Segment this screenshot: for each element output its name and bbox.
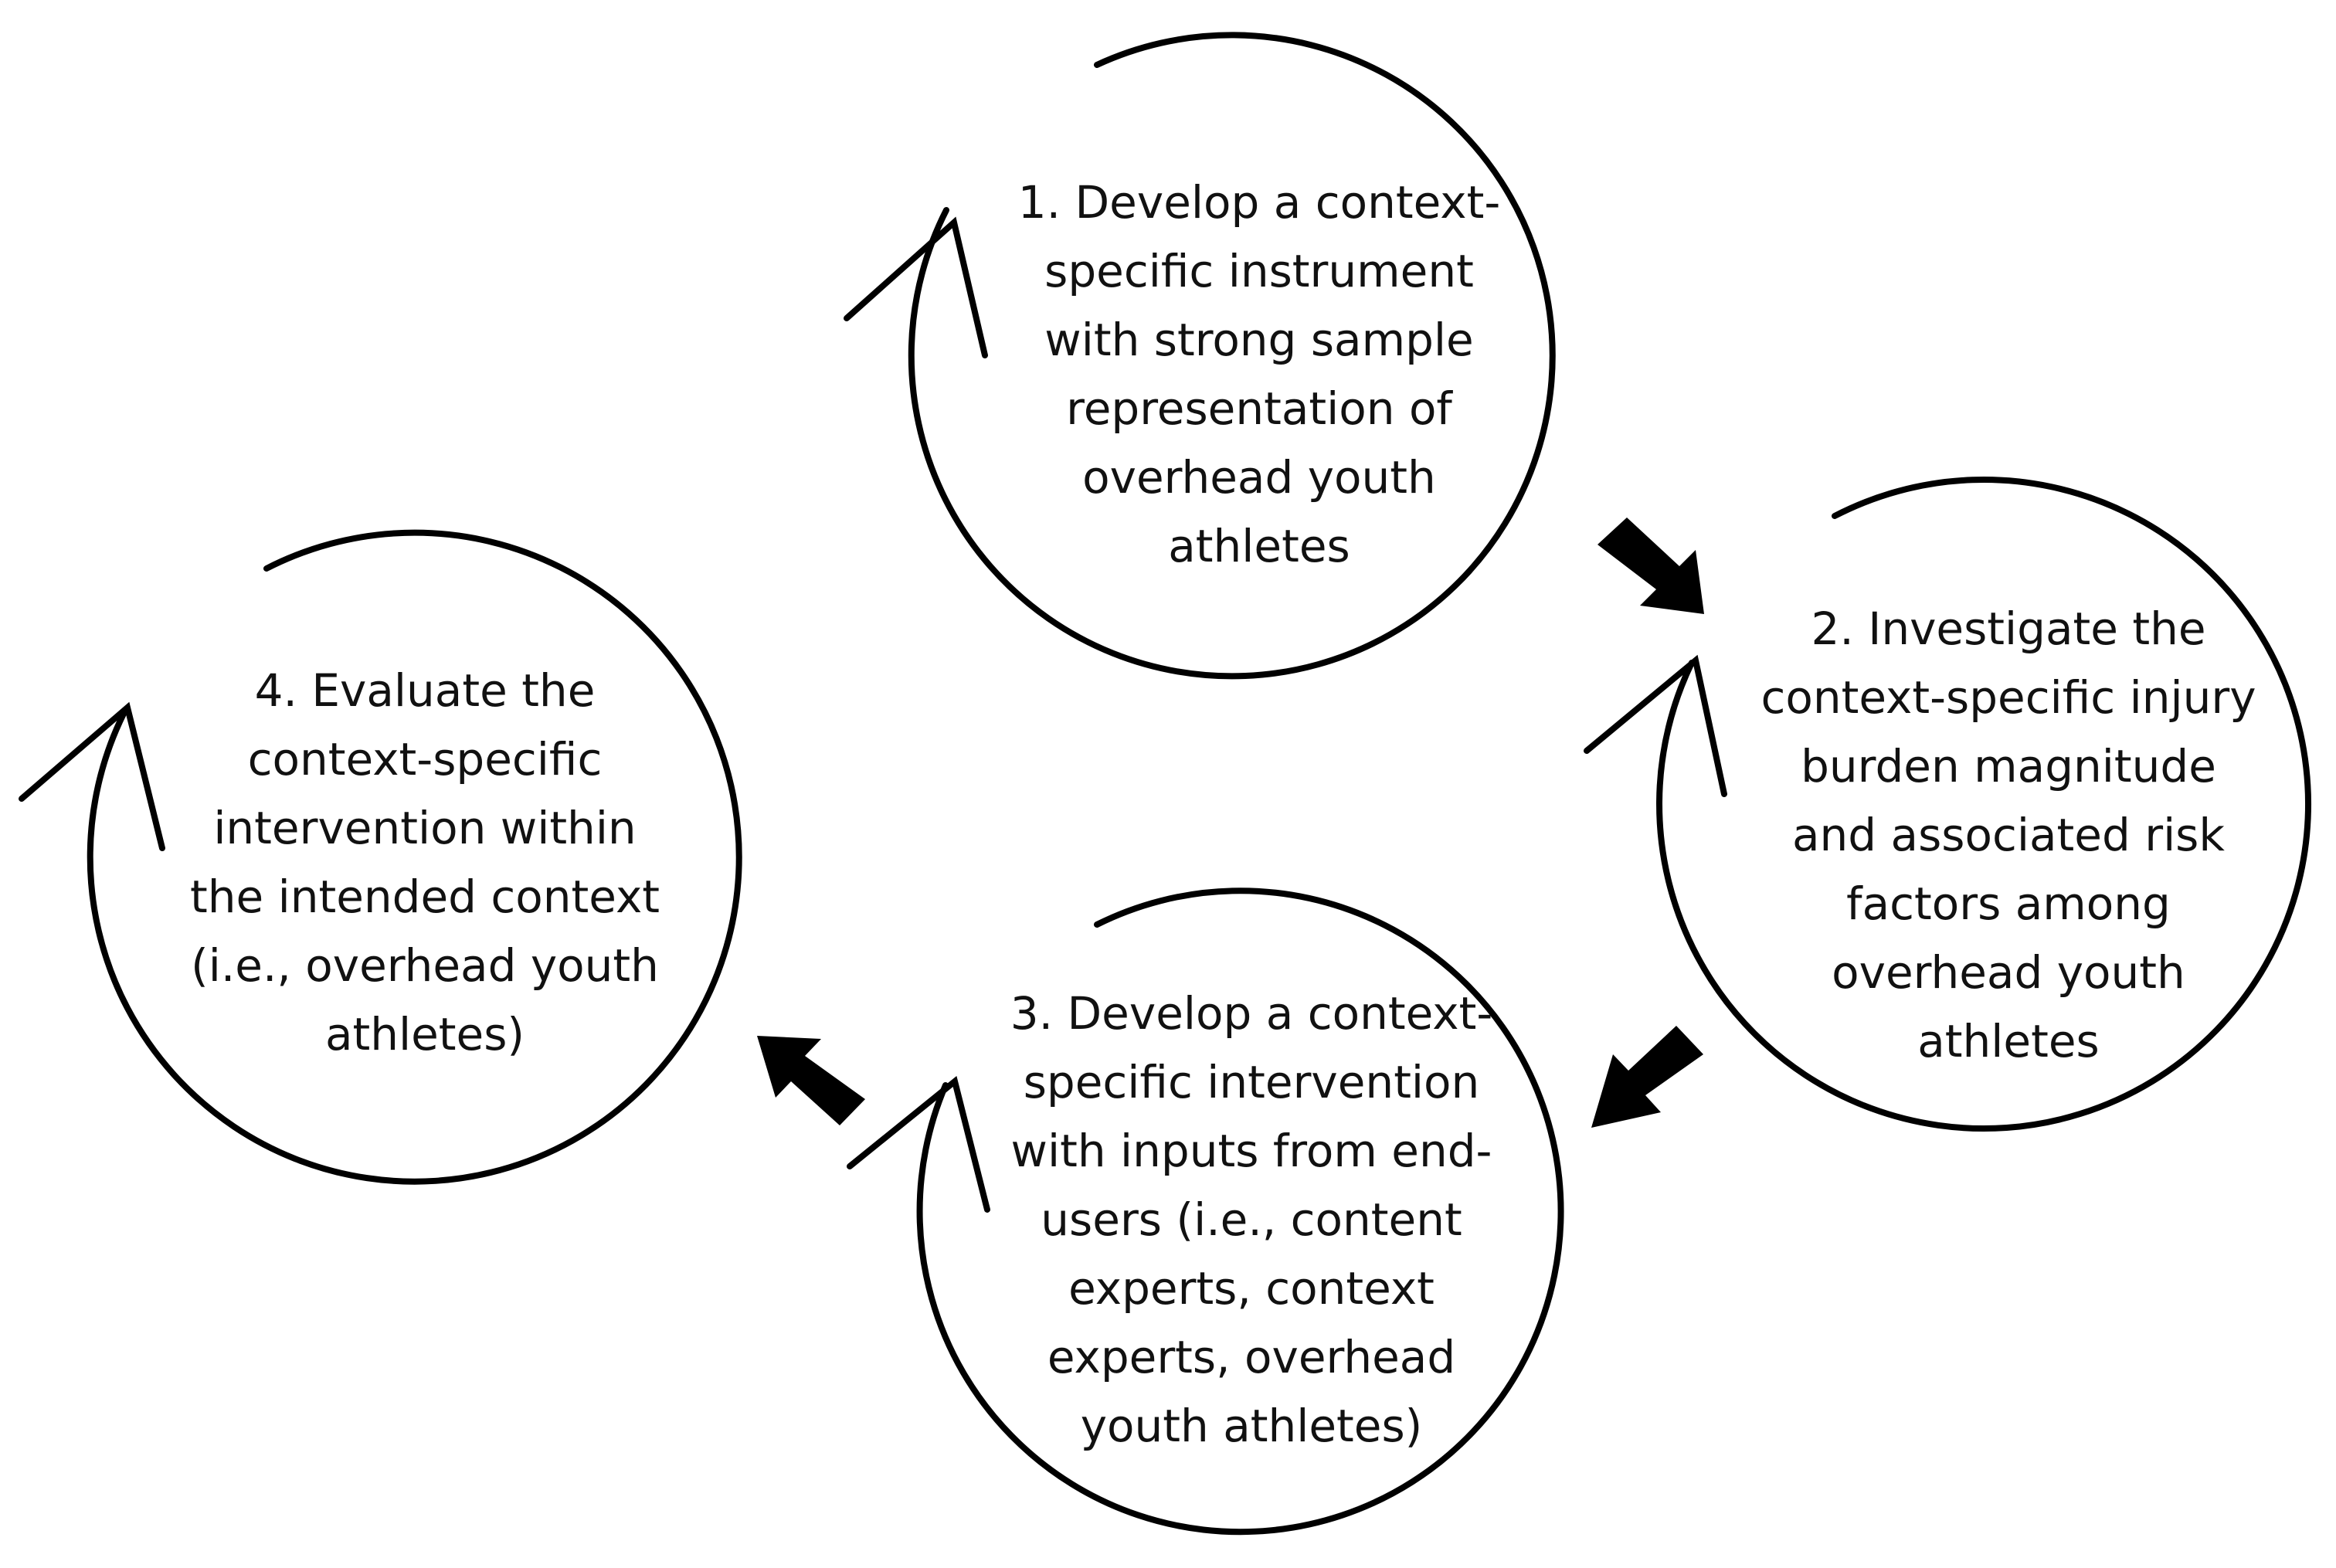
flow-arrow-2-to-3	[1591, 1026, 1703, 1128]
step-4-cycle-arrowhead	[19, 701, 165, 851]
step-1-line: overhead youth	[1082, 451, 1436, 504]
step-3-cycle-arc	[916, 888, 1564, 1536]
step-1-line: representation of	[1066, 382, 1452, 435]
step-2-line: 2. Investigate the	[1811, 602, 2206, 655]
step-2-line: athletes	[1917, 1015, 2100, 1067]
step-1-cycle-arc	[908, 32, 1556, 680]
step-4-line: context-specific	[247, 733, 603, 786]
step-2-cycle-arrowhead	[1584, 654, 1727, 797]
flow-arrow-1-to-2-shape	[1598, 518, 1704, 614]
step-4-line: intervention within	[213, 802, 637, 854]
flow-arrow-3-to-4-shape	[757, 1036, 865, 1125]
step-1-line: with strong sample	[1044, 314, 1474, 366]
step-2-cycle-arc	[1656, 477, 2311, 1132]
step-3-line: experts, context	[1068, 1262, 1435, 1315]
step-1-cycle	[844, 32, 1556, 680]
step-2-line: burden magnitude	[1801, 740, 2216, 792]
step-3-line: users (i.e., content	[1041, 1193, 1462, 1246]
step-4-line: the intended context	[189, 871, 660, 923]
step-2-cycle	[1584, 477, 2311, 1132]
step-4-line: athletes)	[324, 1008, 525, 1061]
flow-arrow-3-to-4	[757, 1036, 865, 1125]
step-3-cycle	[847, 888, 1564, 1536]
step-2-label: 2. Investigate the context-specific inju…	[1723, 595, 2294, 1076]
step-2-line: overhead youth	[1832, 946, 2185, 999]
step-1-label: 1. Develop a context- specific instrumen…	[989, 168, 1530, 581]
step-1-line: specific instrument	[1044, 245, 1474, 297]
step-4-line: 4. Evaluate the	[254, 664, 596, 717]
step-3-line: 3. Develop a context-	[1010, 987, 1493, 1040]
step-3-label: 3. Develop a context- specific intervent…	[981, 979, 1522, 1461]
step-4-label: 4. Evaluate the context-specific interve…	[154, 657, 695, 1069]
step-3-line: specific intervention	[1023, 1056, 1480, 1108]
step-4-cycle-arc	[87, 529, 742, 1185]
step-2-line: and associated risk	[1791, 809, 2225, 861]
flow-arrow-2-to-3-shape	[1591, 1026, 1703, 1128]
step-4-cycle	[19, 529, 742, 1185]
flow-arrow-1-to-2	[1598, 518, 1704, 614]
step-3-line: youth athletes)	[1080, 1400, 1423, 1452]
step-1-cycle-arrowhead	[844, 216, 988, 358]
step-3-cycle-arrowhead	[847, 1075, 990, 1213]
step-3-line: experts, overhead	[1047, 1331, 1456, 1383]
step-1-line: 1. Develop a context-	[1017, 176, 1501, 229]
step-2-line: factors among	[1846, 877, 2171, 930]
step-3-line: with inputs from end-	[1010, 1125, 1492, 1177]
step-4-line: (i.e., overhead youth	[191, 939, 659, 992]
step-2-line: context-specific injury	[1760, 671, 2256, 724]
step-1-line: athletes	[1168, 520, 1350, 572]
